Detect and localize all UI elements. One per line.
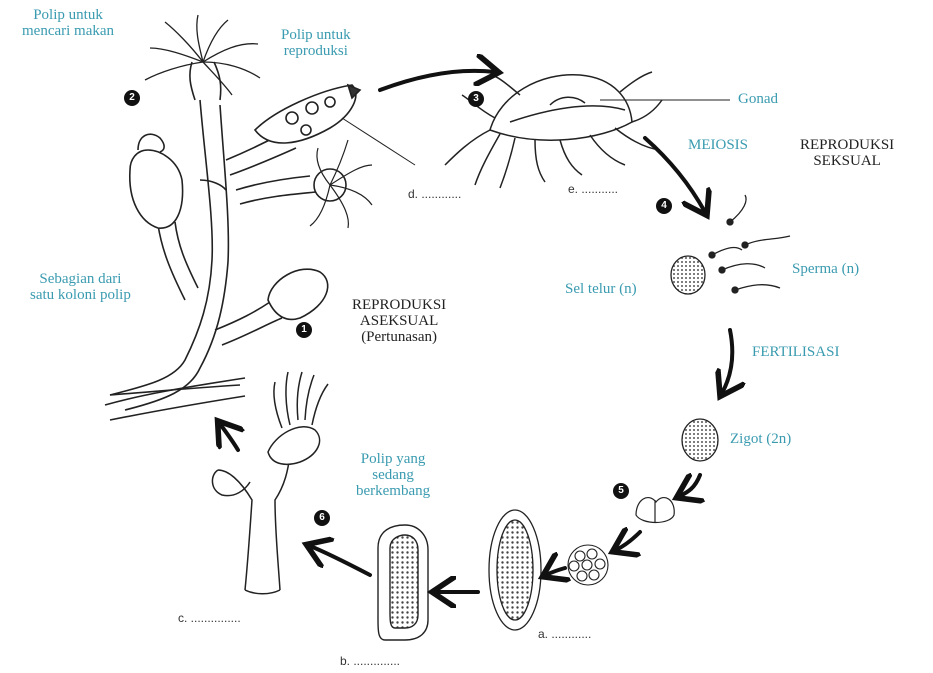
blank-a: a. ............	[538, 628, 591, 641]
zygote	[682, 419, 718, 461]
label-meiosis: MEIOSIS	[688, 138, 748, 154]
blank-c: c. ...............	[178, 612, 241, 625]
blank-e: e. ...........	[568, 183, 618, 196]
blastula	[568, 545, 608, 585]
step-number-5: 5	[613, 483, 629, 499]
blank-d: d. ............	[408, 188, 461, 201]
step-number-6: 6	[314, 510, 330, 526]
label-colony-part: Sebagian dari satu koloni polip	[30, 272, 131, 304]
label-developing-polyp: Polip yang sedang berkembang	[356, 452, 430, 499]
label-reproductive-polyp: Polip untuk reproduksi	[281, 28, 351, 60]
label-sexual-reproduction: REPRODUKSI SEKSUAL	[800, 138, 894, 170]
feeding-polyp-tentacles	[145, 15, 260, 95]
label-egg-cell: Sel telur (n)	[565, 282, 637, 298]
medusa	[445, 72, 662, 188]
label-asexual-reproduction: REPRODUKSI ASEKSUAL (Pertunasan)	[352, 298, 446, 345]
settled-larva	[378, 525, 428, 640]
d-pointer-line	[342, 118, 415, 165]
label-zygote: Zigot (2n)	[730, 432, 791, 448]
label-feeding-polyp: Polip untuk mencari makan	[22, 8, 114, 40]
label-gonad: Gonad	[738, 92, 778, 108]
egg-and-sperm	[671, 195, 790, 294]
blank-b: b. ..............	[340, 655, 400, 668]
young-polyp	[212, 372, 328, 594]
step-number-3: 3	[468, 91, 484, 107]
step-number-2: 2	[124, 90, 140, 106]
cleavage-stage	[636, 498, 674, 523]
step-number-1: 1	[296, 322, 312, 338]
label-sperm: Sperma (n)	[792, 262, 859, 278]
planula	[489, 510, 541, 630]
step-number-4: 4	[656, 198, 672, 214]
polyp-colony	[105, 62, 360, 420]
label-fertilization: FERTILISASI	[752, 345, 839, 361]
